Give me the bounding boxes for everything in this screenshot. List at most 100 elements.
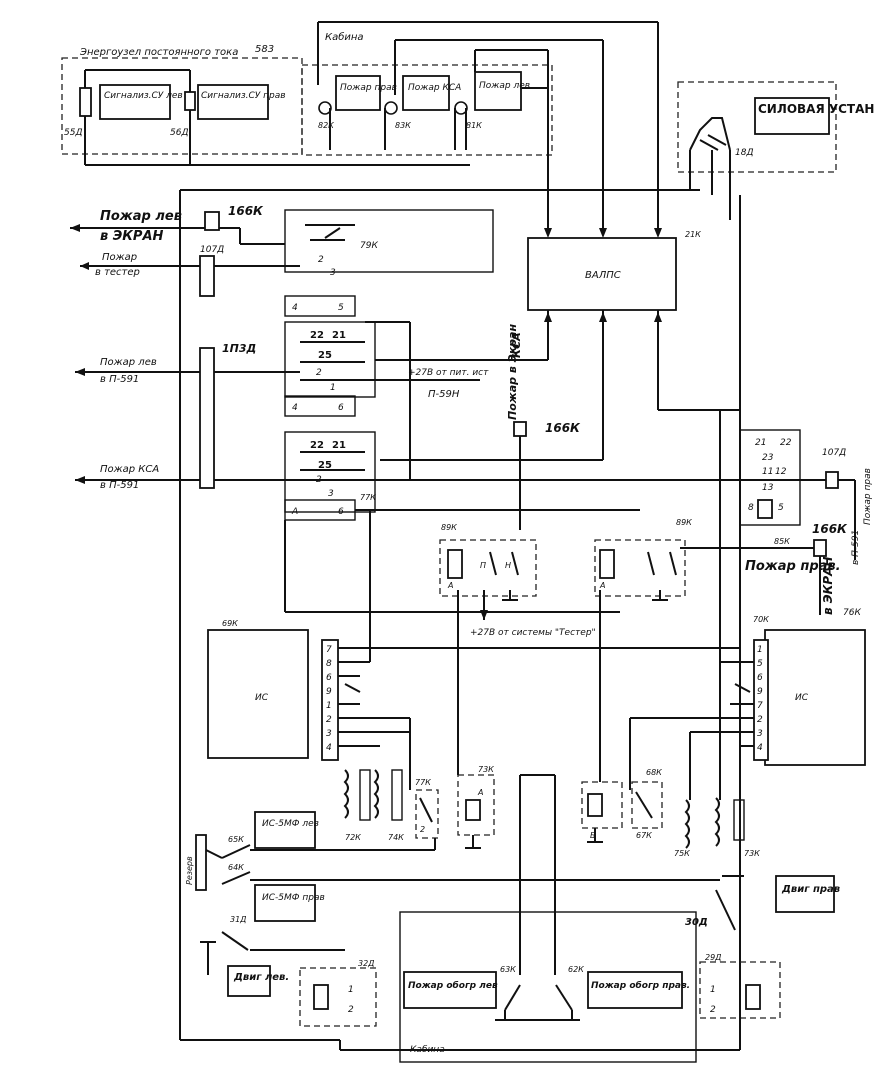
c77k-label: 77К: [415, 778, 431, 787]
power-unit-label-box: [754, 97, 830, 135]
r-pin-11: 11: [762, 467, 773, 477]
r78k-pin-a: А: [447, 581, 453, 590]
r32d-pin-2: 2: [348, 1005, 354, 1015]
c166k-b-label: 166К: [545, 421, 581, 435]
is-left-box: [207, 629, 309, 759]
fire-zone-left-box: [403, 971, 497, 1009]
cabin-top-label: Кабина: [325, 31, 364, 43]
r29d-pin-1: 1: [710, 985, 716, 995]
switch-30d-icon: [715, 889, 736, 931]
fire-zone-left-label: Пожар обогр лев: [408, 980, 498, 991]
c62k-label: 62К: [568, 965, 584, 974]
is-right-pin-3: 9: [757, 687, 763, 697]
v27-from-label: +27В от пит. ист: [408, 368, 489, 378]
to-screen-a-label: в ЭКРАН: [100, 229, 164, 244]
relay-32d-box: [299, 967, 377, 1027]
to-p591-a-label: в П-591: [100, 374, 139, 385]
spare-label: Резерв: [185, 856, 194, 885]
relay-67k-coil: [587, 793, 603, 817]
relay-89k-coil: [599, 549, 615, 579]
to-screen-b-label: в ЭКРАН: [821, 556, 835, 615]
lamp-62k-icon: [555, 984, 573, 1011]
fire-screen-vert-label: Пожар в Экран: [506, 324, 519, 420]
is-left-pin-0: 7: [326, 645, 332, 655]
is5mf-right-box: [254, 884, 316, 922]
thermo-switch-18d-icon: [689, 117, 731, 151]
l82k-label: 82К: [318, 121, 334, 130]
r55d-label: 55Д: [64, 128, 82, 138]
is-right-pin-0: 1: [757, 645, 763, 655]
is-right-pin-7: 4: [757, 743, 763, 753]
coil-72k-icon: [343, 769, 349, 819]
coil-75k-icon: [714, 797, 720, 847]
is-right-box: [764, 629, 866, 766]
fire-left-lamp-label: Пожар лев: [479, 81, 530, 91]
is-left-label: ИС: [255, 693, 269, 703]
fire-ksa-lamp-label: Пожар КСА: [408, 83, 461, 93]
fire-left-lamp-box: [474, 71, 522, 111]
connector-166k-c: [813, 539, 827, 557]
relay-73k-box: [457, 774, 495, 836]
is-left-pins: 7 8 6 9 1 2 3 4: [326, 645, 332, 753]
c65k-label: 65К: [228, 835, 244, 844]
is-left-pin-2: 6: [326, 673, 332, 683]
coil-74k-icon: [373, 769, 379, 819]
c1p3d-label: 1П3Д: [222, 342, 256, 355]
p59n-label: П-59Н: [428, 389, 460, 400]
engine-right-label: Двиг прав: [781, 884, 840, 895]
l83k-label: 83К: [395, 121, 411, 130]
c75k-label: 75К: [674, 849, 690, 858]
relay-right-coil: [757, 499, 773, 519]
k77-pin-a: А: [291, 507, 298, 517]
r29d-pin-2: 2: [710, 1005, 716, 1015]
c73k-right-label: 73К: [744, 849, 760, 858]
cabin-top-box: [301, 64, 553, 156]
dc-power-node-box: [61, 57, 303, 155]
relay-89k-box: [594, 539, 686, 597]
k77-pin-25: 25: [318, 460, 332, 471]
c69k-label: 69К: [222, 619, 238, 628]
to-p591-c-label: в П-591: [851, 530, 861, 565]
valps-unit-box: [527, 237, 677, 311]
c73k-label: 73К: [478, 765, 494, 774]
c76k-label: 76К: [843, 608, 861, 618]
k79-pin-3: 3: [330, 268, 336, 278]
cabin-bottom-box: [399, 911, 697, 1063]
relay-29d-coil: [745, 984, 761, 1010]
k77-pin-22: 22: [310, 440, 324, 451]
is-left-pin-5: 2: [326, 715, 332, 725]
fuse-65k-icon: [221, 844, 251, 859]
c31d-label: 31Д: [230, 915, 246, 924]
r-pin-22: 22: [780, 438, 792, 448]
resistor-55d: [79, 87, 92, 117]
sensor-31d-icon: [221, 931, 249, 951]
lamp-83k-icon: [384, 101, 398, 115]
r79k-label: 79К: [360, 241, 378, 251]
r73k-pin: А: [477, 788, 483, 797]
fire-right-lamp-label: Пожар прав: [340, 83, 397, 93]
c85k-label: 85К: [774, 537, 790, 546]
relay-78k-box: [439, 539, 537, 597]
coil-73k-icon: [684, 799, 690, 849]
fire-right-lamp-box: [335, 75, 381, 111]
k77-pin-3: 3: [328, 489, 334, 499]
r89k-pin-a: А: [599, 581, 605, 590]
r-pin-13: 13: [762, 483, 774, 493]
relay-73k-coil: [465, 799, 481, 821]
r-pin-5: 5: [778, 503, 784, 513]
fire-right-p591-label: Пожар прав: [863, 468, 873, 525]
is-right-pin-1: 5: [757, 659, 763, 669]
c166k-c-label: 166К: [812, 522, 848, 536]
c89k-label: 89К: [676, 518, 692, 527]
k79-pin-4: 4: [292, 303, 298, 313]
lamp-63k-icon: [504, 984, 521, 1011]
spare-terminal: [195, 834, 207, 891]
c72k-label: 72К: [345, 833, 361, 842]
power-unit-box: [677, 81, 837, 173]
is-left-pin-7: 4: [326, 743, 332, 753]
k79-pin-1b: 1: [330, 383, 336, 393]
is-right-label: ИС: [795, 693, 809, 703]
connector-166k-b: [513, 421, 527, 437]
c63k-label: 63К: [500, 965, 516, 974]
is-left-pin-1: 8: [326, 659, 332, 669]
